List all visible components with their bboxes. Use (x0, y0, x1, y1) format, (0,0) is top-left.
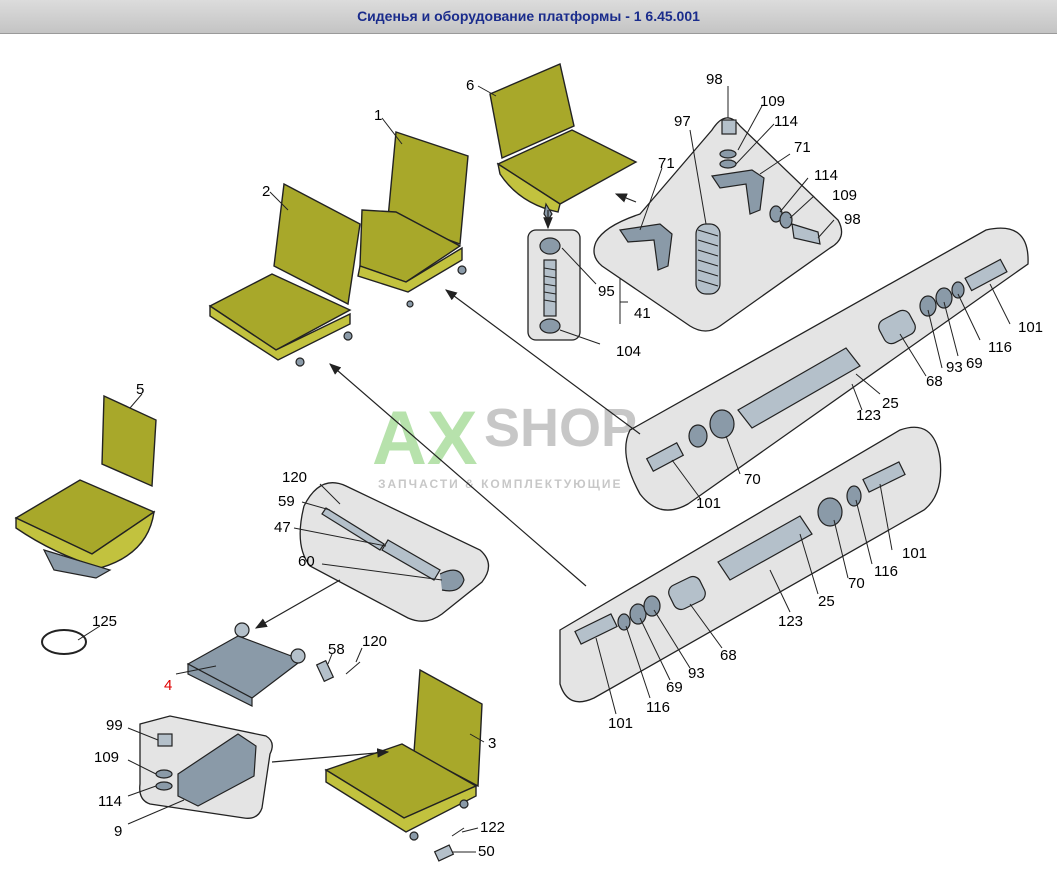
panel-stud (527, 229, 581, 341)
part-125-ring (41, 629, 87, 655)
callout-47: 47 (274, 519, 291, 536)
callout-109c: 109 (94, 749, 119, 766)
callout-116a: 116 (988, 339, 1012, 356)
callout-122: 122 (480, 819, 505, 836)
callout-101a: 101 (1018, 319, 1043, 336)
callout-6: 6 (466, 77, 474, 94)
seat-6 (489, 63, 638, 222)
parts-diagram: AX SHOP ЗАПЧАСТИ & КОМПЛЕКТУЮЩИЕ (14, 63, 1043, 862)
callout-labels: 6 1 2 5 3 4 9 98 109 114 97 71 71 114 10… (92, 71, 1043, 860)
seat-5 (14, 394, 157, 579)
callout-93a: 93 (946, 359, 963, 376)
callout-114a: 114 (774, 113, 798, 130)
panel-hinge-pin (299, 482, 490, 622)
callout-123c: 123 (778, 613, 803, 630)
callout-60: 60 (298, 553, 315, 570)
callout-71b: 71 (794, 139, 811, 156)
watermark-tagline: ЗАПЧАСТИ & КОМПЛЕКТУЮЩИЕ (378, 477, 622, 491)
callout-50: 50 (478, 843, 495, 860)
seat-1 (357, 131, 469, 308)
callout-25c: 25 (818, 593, 835, 610)
callout-3: 3 (488, 735, 496, 752)
seat-3 (324, 668, 483, 841)
watermark: AX SHOP ЗАПЧАСТИ & КОМПЛЕКТУЮЩИЕ (372, 396, 637, 491)
part-4-plate (186, 622, 306, 707)
callout-68c: 68 (720, 647, 737, 664)
callout-4: 4 (164, 677, 172, 694)
callout-69c: 69 (666, 679, 683, 696)
callout-70a: 70 (744, 471, 761, 488)
seat-2 (208, 182, 361, 367)
watermark-brand-b: SHOP (484, 398, 637, 458)
callout-98a: 98 (706, 71, 723, 88)
small-pins (315, 659, 465, 862)
callout-5: 5 (136, 381, 144, 398)
callout-114b: 114 (814, 167, 838, 184)
callout-97: 97 (674, 113, 691, 130)
callout-123a: 123 (856, 407, 881, 424)
callout-68a: 68 (926, 373, 943, 390)
title-bar: Сиденья и оборудование платформы - 1 6.4… (0, 0, 1057, 34)
callout-9: 9 (114, 823, 122, 840)
panel-spring-bracket (593, 117, 843, 332)
callout-59: 59 (278, 493, 295, 510)
callout-25a: 25 (882, 395, 899, 412)
callout-58: 58 (328, 641, 345, 658)
leader-lines (77, 85, 1011, 853)
callout-2: 2 (262, 183, 270, 200)
callout-125: 125 (92, 613, 117, 630)
callout-116d: 116 (646, 699, 670, 716)
connector-arrows (254, 193, 641, 763)
callout-98b: 98 (844, 211, 861, 228)
callout-101b: 101 (696, 495, 721, 512)
callout-101c: 101 (902, 545, 927, 562)
callout-69a: 69 (966, 355, 983, 372)
callout-109b: 109 (832, 187, 857, 204)
panel-bracket (139, 715, 273, 819)
callout-71a: 71 (658, 155, 675, 172)
callout-116c: 116 (874, 563, 898, 580)
diagram-title: Сиденья и оборудование платформы - 1 6.4… (357, 8, 700, 24)
callout-41: 41 (634, 305, 651, 322)
callout-101d: 101 (608, 715, 633, 732)
callout-120b: 120 (362, 633, 387, 650)
callout-114c: 114 (98, 793, 122, 810)
callout-93c: 93 (688, 665, 705, 682)
callout-120a: 120 (282, 469, 307, 486)
panel-axle-upper (625, 227, 1029, 511)
panel-axle-lower (559, 426, 942, 703)
callout-1: 1 (374, 107, 382, 124)
watermark-brand-a: AX (372, 396, 478, 481)
callout-109a: 109 (760, 93, 785, 110)
callout-70c: 70 (848, 575, 865, 592)
callout-99: 99 (106, 717, 123, 734)
callout-95: 95 (598, 283, 615, 300)
callout-104: 104 (616, 343, 641, 360)
